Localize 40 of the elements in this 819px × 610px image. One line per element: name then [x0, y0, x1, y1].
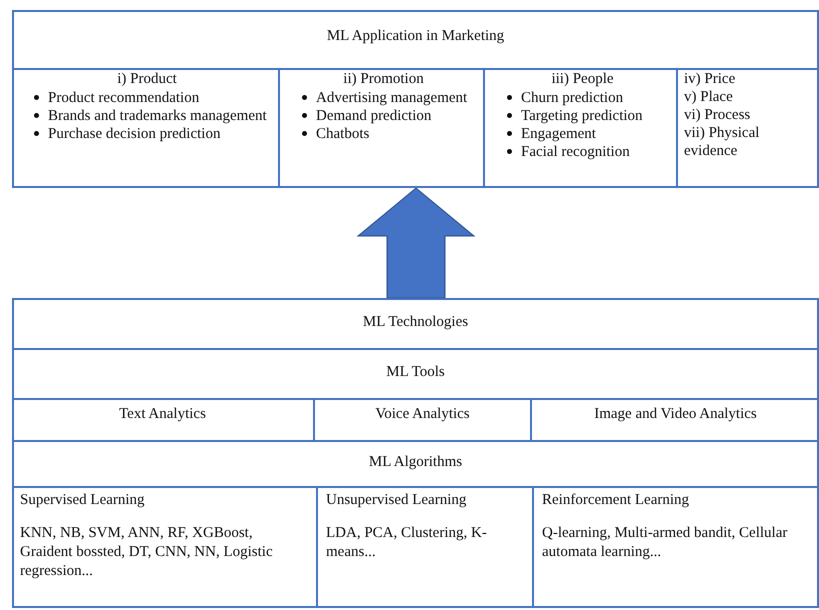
list-item: v) Place: [684, 88, 734, 106]
table-cell: [316, 486, 532, 608]
title-text: Image and Video Analytics: [594, 406, 757, 423]
column-heading: Supervised Learning: [20, 492, 146, 509]
algorithm-list: KNN, NB, SVM, ANN, RF, XGBoost, Graident bossted, DT, CNN, NN, Logistic regression...: [20, 524, 308, 581]
table-row: [313, 398, 530, 440]
table-cell: [676, 68, 819, 188]
title-text: ML Tools: [386, 364, 445, 381]
title-text: Voice Analytics: [375, 406, 470, 423]
outer-box: [12, 10, 819, 188]
column-heading: i) Product: [116, 70, 178, 89]
bullet-text: Product recommendation: [48, 90, 200, 106]
column-heading: ii) Promotion: [342, 70, 425, 89]
list-item: vi) Process: [684, 106, 752, 124]
algorithm-list: LDA, PCA, Clustering, K-means...: [326, 524, 524, 562]
title-text: ML Application in Marketing: [326, 28, 504, 45]
bullet-text: Demand prediction: [316, 108, 432, 124]
table-cell: [532, 486, 819, 608]
title-text: ML Algorithms: [368, 454, 462, 471]
table-cell: [278, 68, 483, 188]
bullet-text: Facial recognition: [521, 144, 630, 160]
algorithm-list: Q-learning, Multi-armed bandit, Cellular automata learning...: [542, 524, 811, 562]
bullet-text: Chatbots: [316, 126, 370, 142]
bullet-text: Advertising management: [316, 90, 468, 106]
table-row: [530, 398, 819, 440]
column-heading: Unsupervised Learning: [326, 492, 468, 509]
title-text: ML Technologies: [362, 314, 468, 331]
list-item: vii) Physical evidence: [684, 124, 760, 160]
bullet-text: Targeting prediction: [521, 108, 643, 124]
bullet-text: Brands and trademarks management: [48, 108, 267, 124]
title-text: Text Analytics: [119, 406, 206, 423]
column-heading: Reinforcement Learning: [542, 492, 690, 509]
bullet-text: Engagement: [521, 126, 596, 142]
table-cell: [483, 68, 676, 188]
column-heading: iii) People: [550, 70, 615, 89]
bullet-text: Churn prediction: [521, 90, 624, 106]
outer-box: [12, 298, 819, 608]
list-item: iv) Price: [684, 70, 736, 88]
block-arrow: [356, 187, 476, 298]
bullet-text: Purchase decision prediction: [48, 126, 220, 142]
